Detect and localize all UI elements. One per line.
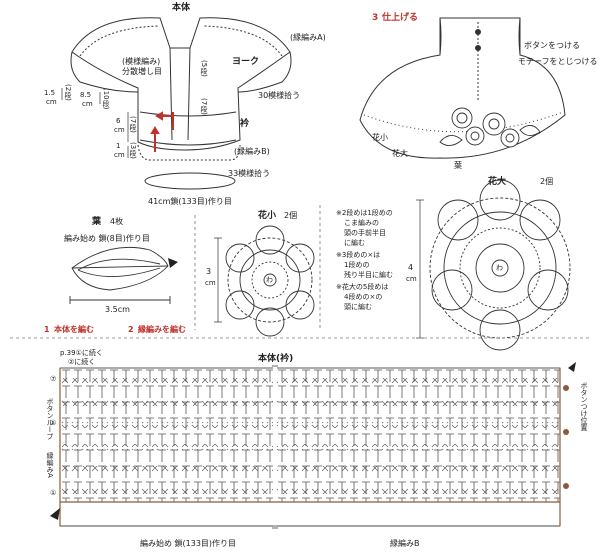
small-flower-size-line [214,237,222,323]
separators [10,205,590,339]
collar-flowers [439,107,541,148]
dim-1-unit: cm [114,151,125,159]
button-loop-label: ボタンループ [46,398,54,440]
pattern-stitch-label: (模様編み) [122,57,161,66]
body-schematic [70,17,292,190]
dimension-lines [61,88,129,158]
leaf-title: 葉 [92,217,102,227]
main-chart-end-marker [568,362,576,372]
main-chart-title: 本体(衿) [258,354,294,364]
dim-7r-rows: (7段) [200,98,208,115]
ref-2: ②に続く [68,358,96,366]
ref-1: p.39①に続く [60,349,103,357]
band-label: 衿 [240,119,250,129]
note-5: ※3段めの×は [336,251,381,259]
finish-step: 3 [372,13,379,23]
leaf-width: 3.5cm [105,305,130,314]
small-flower-title: 花小 [258,211,277,221]
note-4: に編む [344,239,365,247]
motif-label: モチーフをとじつける [518,57,598,66]
finished-collar [359,17,566,159]
small-flower-chart-drawing [225,225,315,337]
pattern-30-label: 30模様拾う [258,91,301,100]
leaf-chart-drawing [69,246,171,304]
main-chart-start-marker [50,508,60,520]
pattern-33-label: 33模様拾う [228,169,271,178]
step1-text: 本体を編む [54,325,94,334]
dim-2-rows: (2段) [64,84,72,101]
note-9: 4段めの×の [344,293,383,301]
row-number-7: ⑦ [50,375,57,383]
note-7: 残り半目に編む [344,271,393,279]
finish-title: 仕上げる [382,13,419,23]
button-label: ボタンをつける [524,41,580,50]
main-start-label: 編み始め 鎖(133目)作り目 [140,539,237,548]
dim-10-rows: (10段) [102,88,110,110]
note-3: 頭の手前半目 [344,229,386,237]
dim-6-unit: cm [114,126,125,134]
base-chain-label: 41cm鎖(133目)作り目 [148,197,232,206]
dim-7-rows: (7段) [129,116,137,133]
dim-1.5-unit: cm [46,98,57,106]
dim-5-rows: (5段) [200,60,208,77]
note-10: 頭に編む [344,303,372,311]
edge-b-label: (縁編みB) [234,147,270,156]
button-position-label: ボタンつけ位置 [580,382,588,431]
collar-flower-large: 花大 [392,149,408,158]
large-flower-center: わ [496,264,503,272]
large-flower-count: 2個 [540,177,554,186]
dim-1: 1 [116,142,121,150]
note-1: ※2段めは1段めの [336,209,393,217]
large-flower-size-unit: cm [406,275,417,283]
dim-3-rows: (3段) [129,142,137,159]
dim-8.5: 8.5 [80,91,92,99]
large-flower-size: 4 [408,263,414,272]
edge-a-side-label: 縁編みA [46,452,54,478]
leaf-start-marker [168,258,178,268]
leaf-count: 4枚 [110,217,124,226]
note-8: ※花大の5段めは [336,283,389,291]
step2-number: 2 [128,325,134,334]
body-title: 本体 [172,3,191,13]
dim-8.5-unit: cm [82,100,93,108]
dim-1.5: 1.5 [44,89,56,97]
edge-a-label: (縁編みA) [290,33,326,42]
leaf-start-label: 編み始め 鎖(8目)作り目 [64,234,150,243]
step2-text: 縁編みを編む [138,325,186,334]
collar-flower-small: 花小 [372,133,388,142]
row-number-1: ① [50,489,57,497]
main-edge-b-label: 縁編みB [390,539,420,548]
step1-number: 1 [44,325,50,334]
collar-leaf: 葉 [454,161,462,170]
increase-label: 分散増し目 [122,67,162,76]
note-6: 1段めの [344,261,370,269]
main-chart-edge-dots [563,385,569,489]
increase-arrows [150,111,174,152]
small-flower-center: わ [266,276,273,284]
large-flower-title: 花大 [488,177,507,187]
row-number-5: ⑤ [50,419,57,427]
large-flower-size-line [416,199,424,339]
yoke-label: ヨーク [232,57,260,67]
large-flower-chart-drawing [429,179,571,351]
dim-6: 6 [116,117,121,125]
small-flower-count: 2個 [284,211,298,220]
main-chart-drawing [59,365,561,529]
small-flower-size-unit: cm [205,279,216,287]
note-2: こま編みの [344,219,379,227]
small-flower-size: 3 [206,267,212,276]
